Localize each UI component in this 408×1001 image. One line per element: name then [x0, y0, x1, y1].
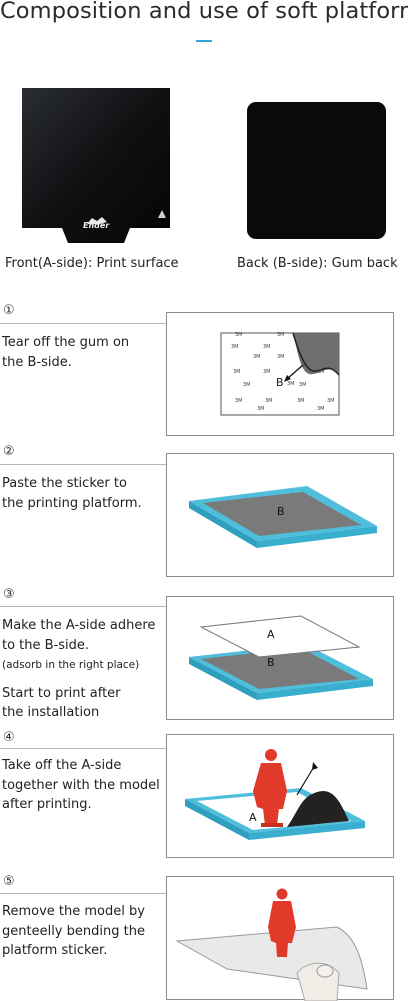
step-3-line-4: the installation — [2, 705, 100, 720]
step-5-divider — [0, 893, 186, 894]
front-caption: Front(A-side): Print surface — [5, 256, 179, 271]
step-4-line-1: Take off the A-side — [2, 758, 122, 773]
step-2-line-1: Paste the sticker to — [2, 476, 127, 491]
tile-label: 3M — [235, 398, 243, 404]
platform-b-label: B — [277, 505, 285, 518]
step-2-divider — [0, 464, 186, 465]
sheet-b-label: B — [267, 656, 275, 669]
tile-label: 3M — [317, 369, 325, 375]
step-2-number: ② — [3, 444, 15, 459]
tile-label: 3M — [317, 406, 325, 412]
sheet-a-label: A — [249, 811, 257, 824]
tile-label: 3M — [231, 344, 239, 350]
step-4-line-2: together with the model — [2, 777, 160, 793]
step-3-panel: A B — [166, 596, 394, 720]
step-3-number: ③ — [3, 587, 15, 602]
back-caption: Back (B-side): Gum back — [237, 256, 398, 271]
step-3-divider — [0, 606, 186, 607]
step-4-number: ④ — [3, 730, 15, 745]
tile-label: 3M — [253, 354, 261, 360]
step-3-line-2: to the B-side. — [2, 637, 90, 653]
tile-label: 3M — [235, 332, 243, 338]
step-2-panel: B — [166, 453, 394, 577]
b-side-label: B — [276, 376, 284, 389]
step-3-line-3: Start to print after — [2, 685, 121, 701]
sheet-a-label: A — [267, 628, 275, 641]
step-1-text: Tear off the gum on the B-side. — [2, 333, 129, 372]
ender-logo-icon — [84, 211, 110, 224]
tile-label: 3M — [263, 344, 271, 350]
step-1-line-1: Tear off the gum on — [2, 335, 130, 350]
step-1-number: ① — [3, 303, 15, 318]
tile-label: 3M — [257, 406, 265, 412]
tile-label: 3M — [277, 332, 285, 338]
ender-brand-text: Ender — [83, 221, 110, 230]
tile-label: 3M — [287, 381, 295, 387]
step-5-line-2: genteelly bending the — [2, 923, 145, 939]
tile-label: 3M — [263, 369, 271, 375]
step-2-text: Paste the sticker to the printing platfo… — [2, 474, 142, 513]
step-5-line-1: Remove the model by — [2, 904, 145, 919]
tile-label: 3M — [297, 398, 305, 404]
tile-label: 3M — [233, 369, 241, 375]
step-3-line-1: Make the A-side adhere — [2, 618, 156, 633]
tile-label: 3M — [265, 398, 273, 404]
front-sheet-image: Ender — [22, 88, 170, 244]
tile-label: 3M — [243, 382, 251, 388]
step-1-line-2: the B-side. — [2, 354, 72, 370]
step-5-panel — [166, 876, 394, 1001]
step-5-line-3: platform sticker. — [2, 943, 108, 958]
step-1-divider — [0, 323, 186, 324]
tile-label: 3M — [327, 398, 335, 404]
tile-label: 3M — [299, 382, 307, 388]
back-sheet-image — [247, 102, 386, 239]
tile-label: 3M — [277, 354, 285, 360]
step-4-text: Take off the A-side together with the mo… — [2, 756, 160, 815]
title-accent-bar — [196, 40, 212, 42]
step-5-number: ⑤ — [3, 874, 15, 889]
step-4-line-3: after printing. — [2, 797, 92, 812]
page-title: Composition and use of soft platform — [0, 0, 408, 24]
model-figure-icon — [247, 747, 293, 827]
step-1-panel: 3M 3M 3M 3M 3M 3M 3M 3M 3M 3M 3M 3M 3M 3… — [166, 312, 394, 436]
step-5-text: Remove the model by genteelly bending th… — [2, 902, 145, 961]
step-3-note: (adsorb in the right place) — [2, 659, 140, 671]
step-4-divider — [0, 748, 186, 749]
step-3-text: Make the A-side adhere to the B-side. (a… — [2, 616, 155, 723]
step-2-line-2: the printing platform. — [2, 495, 142, 511]
step-4-panel: A — [166, 734, 394, 858]
model-figure-icon — [262, 887, 302, 959]
